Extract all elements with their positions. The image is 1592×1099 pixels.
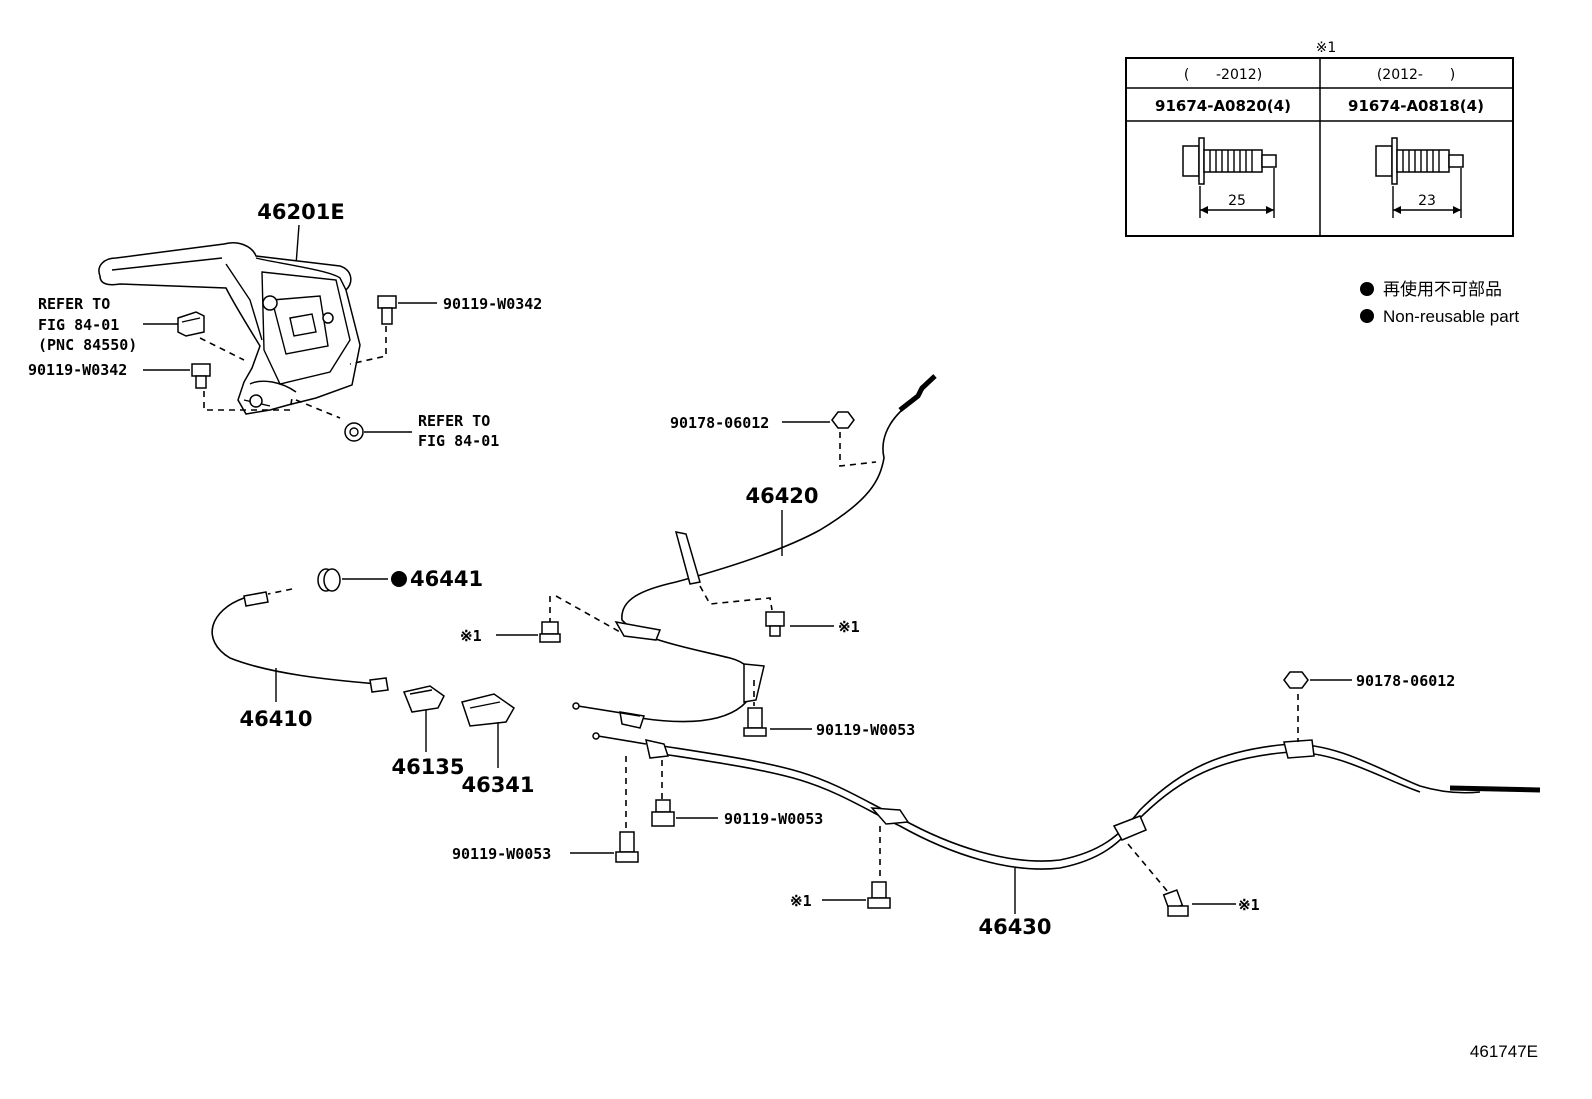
non-reusable-dot-icon — [1360, 309, 1374, 323]
label-90119-W0053-b: 90119-W0053 — [724, 810, 823, 828]
bolt-90119-W0053-a: 90119-W0053 — [743, 707, 915, 739]
table-col2-part-no: 91674-A0818(4) — [1348, 97, 1484, 115]
label-90178-06012-front: 90178-06012 — [670, 414, 769, 432]
length-col2: 23 — [1418, 193, 1436, 209]
clip-46135: 46135 — [391, 685, 465, 779]
legend-jp: 再使用不可部品 — [1383, 279, 1502, 299]
grommet-46441: 46441 — [317, 567, 483, 592]
legend-en: Non-reusable part — [1383, 307, 1519, 326]
label-90178-06012-rear: 90178-06012 — [1356, 672, 1455, 690]
clip-46341: 46341 — [461, 693, 535, 797]
bolt-note1-lower-right: ※1 — [1162, 889, 1260, 917]
bolt-90119-W0342-left: 90119-W0342 — [28, 361, 211, 389]
label-46441: 46441 — [410, 567, 483, 591]
table-col1-part-no: 91674-A0820(4) — [1155, 97, 1291, 115]
non-reusable-dot-icon — [1360, 282, 1374, 296]
nut-90178-06012-front: 90178-06012 — [670, 411, 855, 432]
table-col2-period: (2012- ) — [1377, 67, 1455, 83]
refer-1-line2: FIG 84-01 — [38, 316, 119, 334]
refer-note-screw: REFER TO FIG 84-01 — [344, 412, 499, 450]
label-90119-W0053-c: 90119-W0053 — [452, 845, 551, 863]
refer-1-line1: REFER TO — [38, 295, 110, 313]
figure-code: 461747E — [1470, 1042, 1538, 1061]
cable-46410-illustration: 46410 — [211, 588, 389, 731]
length-col1: 25 — [1228, 193, 1246, 209]
note1-mark-a: ※1 — [838, 618, 860, 636]
label-46430: 46430 — [978, 915, 1051, 939]
cable-46420-illustration: 46420 — [549, 374, 937, 729]
bolt-90119-W0053-c: 90119-W0053 — [452, 831, 639, 863]
bolt-90119-W0053-b: 90119-W0053 — [651, 799, 823, 828]
label-90119-W0342-left: 90119-W0342 — [28, 361, 127, 379]
short-bolt-illustration: 23 — [1375, 137, 1464, 218]
legend: 再使用不可部品 Non-reusable part — [1360, 279, 1519, 326]
bolt-note1-upper-left: ※1 — [460, 621, 561, 645]
label-46420: 46420 — [745, 484, 818, 508]
label-46410: 46410 — [239, 707, 312, 731]
parking-brake-lever-illustration: 46201E — [98, 200, 387, 419]
refer-2-line1: REFER TO — [418, 412, 490, 430]
refer-1-line3: (PNC 84550) — [38, 336, 137, 354]
label-90119-W0342-right: 90119-W0342 — [443, 295, 542, 313]
cable-46430-illustration: 46430 — [592, 694, 1541, 939]
refer-note-switch: REFER TO FIG 84-01 (PNC 84550) — [38, 295, 178, 354]
bolt-90119-W0342-right: 90119-W0342 — [377, 295, 542, 325]
label-90119-W0053-a: 90119-W0053 — [816, 721, 915, 739]
note1-mark-c: ※1 — [790, 892, 812, 910]
nut-90178-06012-rear: 90178-06012 — [1283, 671, 1455, 690]
label-46341: 46341 — [461, 773, 534, 797]
note1-mark-b: ※1 — [460, 627, 482, 645]
note1-mark-d: ※1 — [1238, 896, 1260, 914]
bolt-note1-upper-right: ※1 — [765, 611, 860, 637]
bolt-spec-table: ※1 ( -2012) (2012- ) 91674-A0820(4) 9167… — [1125, 40, 1514, 237]
label-46135: 46135 — [391, 755, 464, 779]
table-col1-period: ( -2012) — [1184, 67, 1262, 83]
non-reusable-dot-icon — [391, 571, 407, 587]
refer-2-line2: FIG 84-01 — [418, 432, 499, 450]
table-title: ※1 — [1316, 40, 1337, 56]
long-bolt-illustration: 25 — [1182, 137, 1277, 218]
label-46201E: 46201E — [257, 200, 344, 224]
bolt-note1-lower-left: ※1 — [790, 881, 891, 910]
